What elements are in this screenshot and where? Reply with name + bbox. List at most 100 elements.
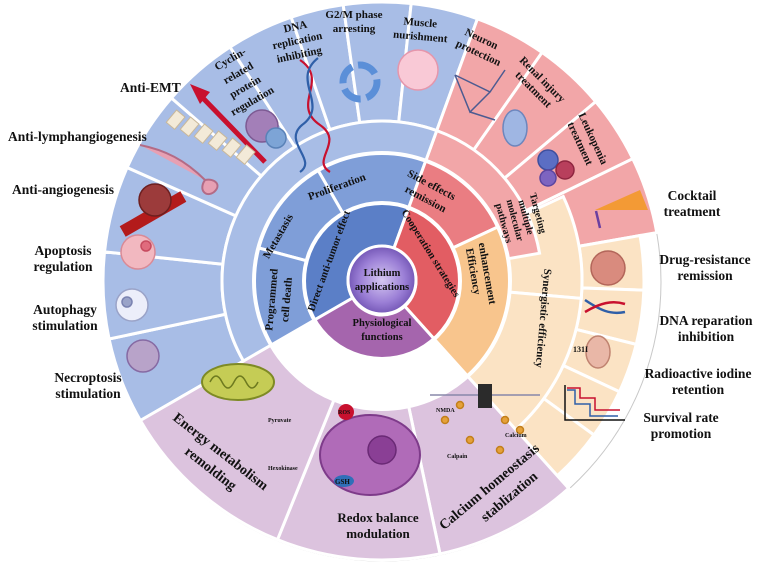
- label-autophagy-stimulation: Autophagy stimulation: [22, 302, 108, 334]
- kidney-icon: [502, 109, 528, 147]
- ring-borders: [252, 151, 512, 411]
- survival-axes-icon: [564, 385, 625, 421]
- neuron-network-icon: [454, 69, 506, 121]
- label-apoptosis-regulation: Apoptosis regulation: [20, 243, 106, 275]
- mitochondria-icon: [201, 363, 275, 401]
- gsh-label: GSH: [335, 478, 350, 486]
- middle-label-programmed-line1: Programmed: [263, 268, 280, 331]
- label-dna-reparation-inhibition: DNA reparation inhibition: [652, 313, 760, 345]
- dna-rep-line2: inhibition: [677, 329, 735, 344]
- apoptosis-line2: regulation: [33, 259, 93, 274]
- dna-strand-icon: [299, 59, 331, 173]
- cocktail-glass-icon: [595, 190, 648, 210]
- ring-border: [302, 201, 462, 361]
- calpain-label: Calpain: [447, 454, 468, 460]
- label-drug-resistance-remission: Drug-resistance remission: [650, 252, 760, 284]
- label-muscle-line1: Muscle: [403, 16, 438, 31]
- gsh-icon: [334, 475, 354, 487]
- label-redox-line1: Redox balance: [337, 510, 418, 525]
- necroptosis-cell-icon: [126, 339, 160, 373]
- center-label-line1: Lithium: [364, 268, 401, 279]
- label-muscle-line2: nurishment: [393, 29, 449, 46]
- tumor-mass-icon: [138, 183, 172, 217]
- epithelial-cell-icon: [193, 123, 214, 145]
- apoptosis-line1: Apoptosis: [34, 243, 92, 258]
- autophagy-cell-icon: [115, 288, 149, 322]
- emt-arrow-head-icon: [190, 84, 210, 104]
- necroptosis-line2: stimulation: [55, 386, 121, 401]
- label-redox-line2: modulation: [346, 526, 410, 541]
- drug-resistance-tumor-icon: [590, 250, 626, 286]
- cocktail-line2: treatment: [663, 204, 721, 219]
- label-anti-angiogenesis: Anti-angiogenesis: [12, 182, 115, 197]
- apoptotic-body-icon: [140, 240, 152, 252]
- epithelial-cell-icon: [235, 144, 256, 166]
- lymph-vessel-icon: [139, 144, 219, 196]
- leukocyte-icon: [537, 149, 559, 171]
- leukocyte-2-icon: [539, 169, 557, 187]
- nucleus-icon: [367, 435, 397, 465]
- epithelial-cell-icon: [207, 130, 228, 152]
- label-g2m-line2: arresting: [333, 23, 376, 35]
- label-dna-line1: DNA: [282, 19, 308, 36]
- calcium-ion-icon: [455, 400, 465, 410]
- dna-repair-2-icon: [584, 301, 626, 314]
- iodine-symbol-label: 131I: [573, 345, 588, 354]
- iodine-line2: retention: [671, 382, 725, 397]
- survival-line2: promotion: [650, 426, 712, 441]
- inner-label-physiological-line1: Physiological: [353, 318, 412, 329]
- ros-icon: [338, 404, 354, 420]
- calcium-ion-icon: [440, 415, 450, 425]
- label-survival-rate-promotion: Survival rate promotion: [626, 410, 736, 442]
- epithelial-cell-icon: [221, 137, 242, 159]
- autophagy-line2: stimulation: [32, 318, 98, 333]
- center-circle: [346, 244, 418, 316]
- calcium-channel-icon: [478, 384, 492, 408]
- red-cell-icon: [555, 160, 575, 180]
- ros-label: ROS: [338, 410, 351, 416]
- mitochondria-cristae-icon: [209, 375, 259, 389]
- label-radioactive-iodine-retention: Radioactive iodine retention: [636, 366, 760, 398]
- drug-line1: Drug-resistance: [659, 252, 751, 267]
- calcium-ion-icon: [495, 445, 505, 455]
- calcium-ion-icon: [465, 435, 475, 445]
- apoptosis-cell-icon: [120, 234, 156, 270]
- cell-cycle-icon: [339, 61, 381, 103]
- label-anti-lymphangiogenesis: Anti-lymphangiogenesis: [8, 129, 147, 144]
- middle-label-programmed-line2: cell death: [279, 277, 295, 323]
- inner-label-physiological-line2: functions: [361, 332, 402, 343]
- cocktail-line1: Cocktail: [667, 188, 717, 203]
- autophagosome-icon: [121, 296, 133, 308]
- epithelial-cell-icon: [179, 116, 200, 138]
- muscle-icon: [397, 49, 439, 91]
- pyruvate-label: Pyruvate: [268, 418, 292, 424]
- label-cocktail-treatment: Cocktail treatment: [656, 188, 728, 220]
- calcium-ion-icon: [515, 425, 525, 435]
- label-necroptosis-stimulation: Necroptosis stimulation: [40, 370, 136, 402]
- dna-rep-line1: DNA reparation: [659, 313, 753, 328]
- calcium-label: Calcium: [505, 433, 527, 439]
- calcium-ion-icon: [500, 415, 510, 425]
- nmda-label: NMDA: [436, 408, 455, 414]
- cyclin-subunit-icon: [265, 127, 287, 149]
- drug-line2: remission: [677, 268, 733, 283]
- dna-repair-icon: [584, 298, 626, 315]
- thyroid-icon: [585, 335, 611, 369]
- cocktail-stem-icon: [594, 210, 602, 229]
- survival-curve-icon: [567, 387, 620, 411]
- label-g2m-line1: G2/M phase: [325, 9, 382, 21]
- survival-curve-2-icon: [567, 389, 618, 417]
- center-label-line2: applications: [355, 282, 409, 293]
- necroptosis-line1: Necroptosis: [54, 370, 122, 385]
- epithelial-cell-icon: [165, 109, 186, 131]
- hexokinase-label: Hexokinase: [268, 466, 298, 472]
- dna-strand-2-icon: [294, 57, 319, 173]
- iodine-line1: Radioactive iodine: [644, 366, 752, 381]
- ring-border: [252, 151, 512, 411]
- autophagy-line1: Autophagy: [33, 302, 97, 317]
- label-anti-emt: Anti-EMT: [120, 80, 181, 95]
- survival-line1: Survival rate: [643, 410, 719, 425]
